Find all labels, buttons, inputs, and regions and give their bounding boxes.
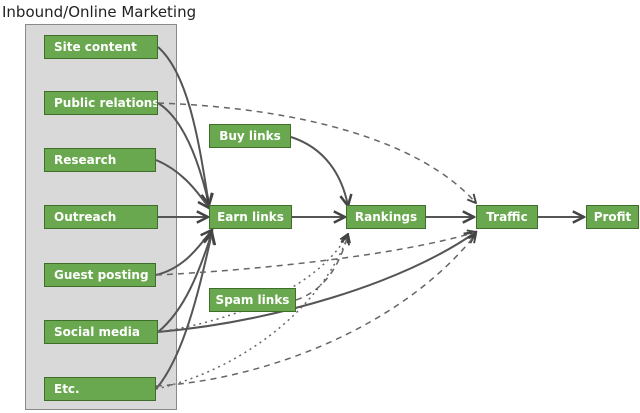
node-buy-links: Buy links [209,124,291,148]
node-etc: Etc. [44,377,156,401]
edge-guest-posting-traffic [155,232,476,276]
node-traffic: Traffic [476,205,538,229]
node-outreach: Outreach [44,205,158,229]
edge-spam-rankings [295,234,348,301]
node-profit: Profit [586,205,639,229]
node-site-content: Site content [44,35,158,59]
node-social-media: Social media [44,320,158,344]
edge-research-earn [155,159,209,208]
edge-etc-earn [155,233,212,390]
edge-buy-rankings [290,136,348,206]
node-guest-posting: Guest posting [44,263,156,287]
node-spam-links: Spam links [209,288,296,312]
node-rankings: Rankings [346,205,426,229]
edge-site-content-earn [157,46,209,205]
node-research: Research [44,148,156,172]
node-earn-links: Earn links [209,205,292,229]
node-public-relations: Public relations [44,91,158,115]
edge-social-media-earn [157,232,212,333]
diagram-title: Inbound/Online Marketing [2,3,197,21]
edge-social-media-traffic [157,232,476,333]
edge-public-relations-earn [157,102,209,205]
edge-etc-rankings [155,236,348,390]
edge-etc-traffic [155,234,476,387]
